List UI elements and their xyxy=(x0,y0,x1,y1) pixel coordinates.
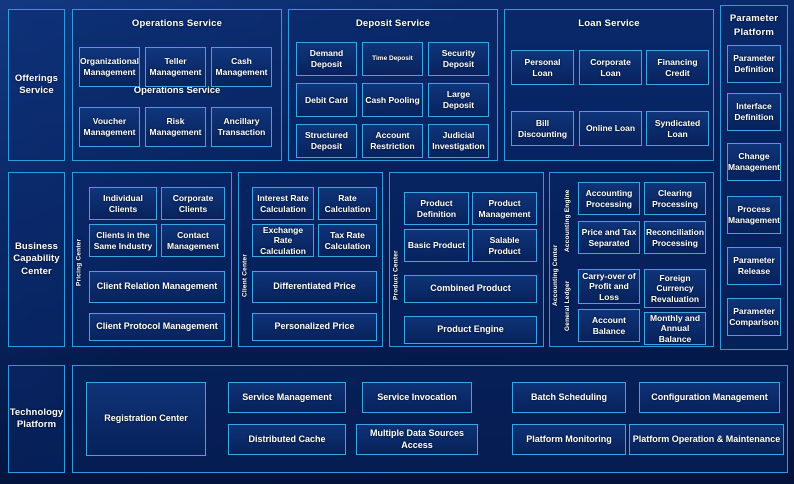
tile-cash-pooling[interactable]: Cash Pooling xyxy=(362,83,423,117)
tile-account-restriction[interactable]: Account Restriction xyxy=(362,124,423,158)
tile-differentiated-price[interactable]: Differentiated Price xyxy=(252,271,377,303)
tile-security-deposit[interactable]: Security Deposit xyxy=(428,42,489,76)
tile-process-management[interactable]: Process Management xyxy=(727,196,781,234)
tile-platform-monitoring[interactable]: Platform Monitoring xyxy=(512,424,626,455)
tile-reconciliation-processing[interactable]: Reconciliation Processing xyxy=(644,221,706,254)
tile-voucher-management[interactable]: Voucher Management xyxy=(79,107,140,147)
group-label-accounting-center: Accounting Center xyxy=(552,244,559,306)
tile-combined-product[interactable]: Combined Product xyxy=(404,275,537,303)
group-label-product-center: Product Center xyxy=(392,250,400,300)
rail-technology-platform[interactable]: Technology Platform xyxy=(8,365,65,473)
tile-product-engine[interactable]: Product Engine xyxy=(404,316,537,344)
tile-salable-product[interactable]: Salable Product xyxy=(472,229,537,262)
tile-online-loan[interactable]: Online Loan xyxy=(579,111,642,146)
tile-basic-product[interactable]: Basic Product xyxy=(404,229,469,262)
tile-ancillary-transaction[interactable]: Ancillary Transaction xyxy=(211,107,272,147)
tile-multiple-data-sources-access[interactable]: Multiple Data Sources Access xyxy=(356,424,478,455)
tile-monthly-annual-balance[interactable]: Monthly and Annual Balance xyxy=(644,312,706,345)
group-label-client-center: Client Center xyxy=(241,253,249,297)
tile-configuration-management[interactable]: Configuration Management xyxy=(639,382,780,413)
tile-product-management[interactable]: Product Management xyxy=(472,192,537,225)
group-title-loan-service: Loan Service xyxy=(578,18,640,29)
tile-debit-card[interactable]: Debit Card xyxy=(296,83,357,117)
tile-parameter-comparison[interactable]: Parameter Comparison xyxy=(727,298,781,336)
tile-service-management[interactable]: Service Management xyxy=(228,382,346,413)
rail-business-capability-center[interactable]: Business Capability Center xyxy=(8,172,65,347)
tile-parameter-release[interactable]: Parameter Release xyxy=(727,247,781,285)
group-label-general-ledger: General Ledger xyxy=(564,280,571,331)
group-title-parameter-platform: Parameter Platform xyxy=(729,13,779,39)
tile-syndicated-loan[interactable]: Syndicated Loan xyxy=(646,111,709,146)
tile-large-deposit[interactable]: Large Deposit xyxy=(428,83,489,117)
tile-risk-management[interactable]: Risk Management xyxy=(145,107,206,147)
rail-offerings-service[interactable]: Offerings Service xyxy=(8,9,65,161)
tile-service-invocation[interactable]: Service Invocation xyxy=(362,382,472,413)
tile-clients-same-industry[interactable]: Clients in the Same Industry xyxy=(89,224,157,257)
tile-accounting-processing[interactable]: Accounting Processing xyxy=(578,182,640,215)
tile-financing-credit[interactable]: Financing Credit xyxy=(646,50,709,85)
tile-judicial-investigation[interactable]: Judicial Investigation xyxy=(428,124,489,158)
tile-clearing-processing[interactable]: Clearing Processing xyxy=(644,182,706,215)
tile-product-definition[interactable]: Product Definition xyxy=(404,192,469,225)
tile-structured-deposit[interactable]: Structured Deposit xyxy=(296,124,357,158)
tile-cash-management[interactable]: Cash Management xyxy=(211,47,272,87)
tile-tax-rate-calculation[interactable]: Tax Rate Calculation xyxy=(318,224,377,257)
tile-corporate-clients[interactable]: Corporate Clients xyxy=(161,187,225,220)
tile-registration-center[interactable]: Registration Center xyxy=(86,382,206,456)
tile-distributed-cache[interactable]: Distributed Cache xyxy=(228,424,346,455)
tile-parameter-definition[interactable]: Parameter Definition xyxy=(727,45,781,83)
tile-carry-over-profit-loss[interactable]: Carry-over of Profit and Loss xyxy=(578,269,640,304)
tile-contact-management[interactable]: Contact Management xyxy=(161,224,225,257)
tile-interest-rate-calculation[interactable]: Interest Rate Calculation xyxy=(252,187,314,220)
tile-platform-operation-maintenance[interactable]: Platform Operation & Maintenance xyxy=(629,424,784,455)
tile-client-protocol-management[interactable]: Client Protocol Management xyxy=(89,313,225,341)
tile-personal-loan[interactable]: Personal Loan xyxy=(511,50,574,85)
tile-price-and-tax-separated[interactable]: Price and Tax Separated xyxy=(578,221,640,254)
tile-change-management[interactable]: Change Management xyxy=(727,143,781,181)
group-label-pricing-center: Pricing Center xyxy=(75,238,83,286)
tile-personalized-price[interactable]: Personalized Price xyxy=(252,313,377,341)
tile-account-balance[interactable]: Account Balance xyxy=(578,309,640,342)
group-title-operations-service-duplicate: Operations Service xyxy=(133,85,221,96)
tile-time-deposit[interactable]: Time Deposit xyxy=(362,42,423,76)
tile-corporate-loan[interactable]: Corporate Loan xyxy=(579,50,642,85)
tile-exchange-rate-calculation[interactable]: Exchange Rate Calculation xyxy=(252,224,314,257)
tile-individual-clients[interactable]: Individual Clients xyxy=(89,187,157,220)
group-title-operations-service: Operations Service xyxy=(131,18,223,29)
tile-client-relation-management[interactable]: Client Relation Management xyxy=(89,271,225,303)
tile-batch-scheduling[interactable]: Batch Scheduling xyxy=(512,382,626,413)
group-title-deposit-service: Deposit Service xyxy=(355,18,431,29)
tile-rate-calculation[interactable]: Rate Calculation xyxy=(318,187,377,220)
tile-teller-management[interactable]: Teller Management xyxy=(145,47,206,87)
tile-interface-definition[interactable]: Interface Definition xyxy=(727,93,781,131)
group-label-accounting-engine: Accounting Engine xyxy=(564,189,571,253)
tile-bill-discounting[interactable]: Bill Discounting xyxy=(511,111,574,146)
tile-foreign-currency-revaluation[interactable]: Foreign Currency Revaluation xyxy=(644,269,706,308)
tile-demand-deposit[interactable]: Demand Deposit xyxy=(296,42,357,76)
tile-organizational-management[interactable]: Organizational Management xyxy=(79,47,140,87)
